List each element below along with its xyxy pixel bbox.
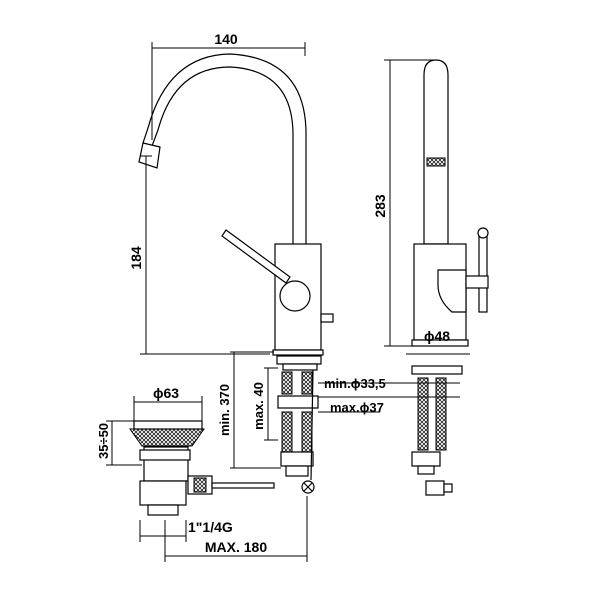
side-spout bbox=[423, 59, 449, 245]
base-flange bbox=[272, 349, 324, 356]
side-aerator bbox=[426, 157, 446, 167]
side-base bbox=[411, 339, 469, 347]
drain-tail bbox=[147, 504, 179, 516]
side-lever-stem bbox=[478, 233, 488, 313]
hose-upper-hatched bbox=[281, 371, 293, 395]
drain-nut bbox=[139, 449, 191, 461]
drain-lever bbox=[211, 482, 275, 489]
mount-nut bbox=[277, 395, 319, 409]
front-view bbox=[138, 53, 334, 494]
dim-spout-height: 184 bbox=[128, 246, 144, 270]
drain-arm-cap bbox=[193, 477, 207, 493]
side-hub bbox=[465, 275, 489, 289]
popup-rod-knob bbox=[320, 313, 334, 323]
dim-overall-width: 140 bbox=[214, 31, 238, 47]
side-fitting bbox=[411, 451, 441, 467]
hose-upper-hatched-2 bbox=[301, 371, 313, 395]
side-plate bbox=[411, 365, 463, 375]
drain-assembly bbox=[129, 420, 275, 516]
dim-max-rod: MAX. 180 bbox=[205, 539, 267, 555]
dim-thread: 1"1/4G bbox=[188, 519, 233, 535]
drain-flange bbox=[129, 428, 205, 447]
dim-max-hole: max.ϕ37 bbox=[330, 400, 384, 415]
side-clip bbox=[425, 480, 445, 496]
dim-drain-diameter: ϕ63 bbox=[153, 385, 179, 401]
mounting-washer bbox=[282, 363, 318, 371]
dimension-labels: 140 184 283 ϕ48 min.ϕ33,5 max.ϕ37 max. 4… bbox=[96, 31, 450, 555]
rod-clip-mark bbox=[303, 482, 313, 492]
side-view bbox=[411, 59, 489, 496]
dim-min-hole: min.ϕ33,5 bbox=[324, 376, 386, 391]
drain-cap bbox=[133, 420, 203, 430]
side-hose-hatched bbox=[417, 377, 429, 451]
lever-handle bbox=[221, 229, 291, 284]
hose-fitting bbox=[280, 451, 314, 467]
dim-total-height: 283 bbox=[372, 194, 388, 218]
hose-lower-hatched-2 bbox=[301, 411, 313, 453]
dim-max-thickness: max. 40 bbox=[251, 382, 266, 430]
dim-min-hose: min. 370 bbox=[217, 384, 232, 436]
dim-base-diameter: ϕ48 bbox=[424, 328, 450, 344]
hose-lower-hatched bbox=[281, 411, 293, 453]
spout-tube-inner bbox=[142, 53, 307, 244]
side-fitting-2 bbox=[417, 465, 435, 475]
side-clip-2 bbox=[443, 483, 453, 493]
lever-hub bbox=[279, 280, 311, 312]
popup-rod bbox=[310, 369, 314, 481]
side-lever-block bbox=[437, 269, 467, 313]
spout-tube bbox=[151, 66, 294, 244]
dim-drain-height: 35÷50 bbox=[96, 423, 111, 459]
dimension-lines bbox=[106, 42, 470, 562]
side-hose-hatched-2 bbox=[435, 377, 447, 451]
mounting-plate bbox=[276, 355, 322, 365]
drain-pipe bbox=[139, 480, 187, 506]
hose-fitting-2 bbox=[285, 465, 309, 477]
side-lever-cap bbox=[477, 227, 489, 239]
